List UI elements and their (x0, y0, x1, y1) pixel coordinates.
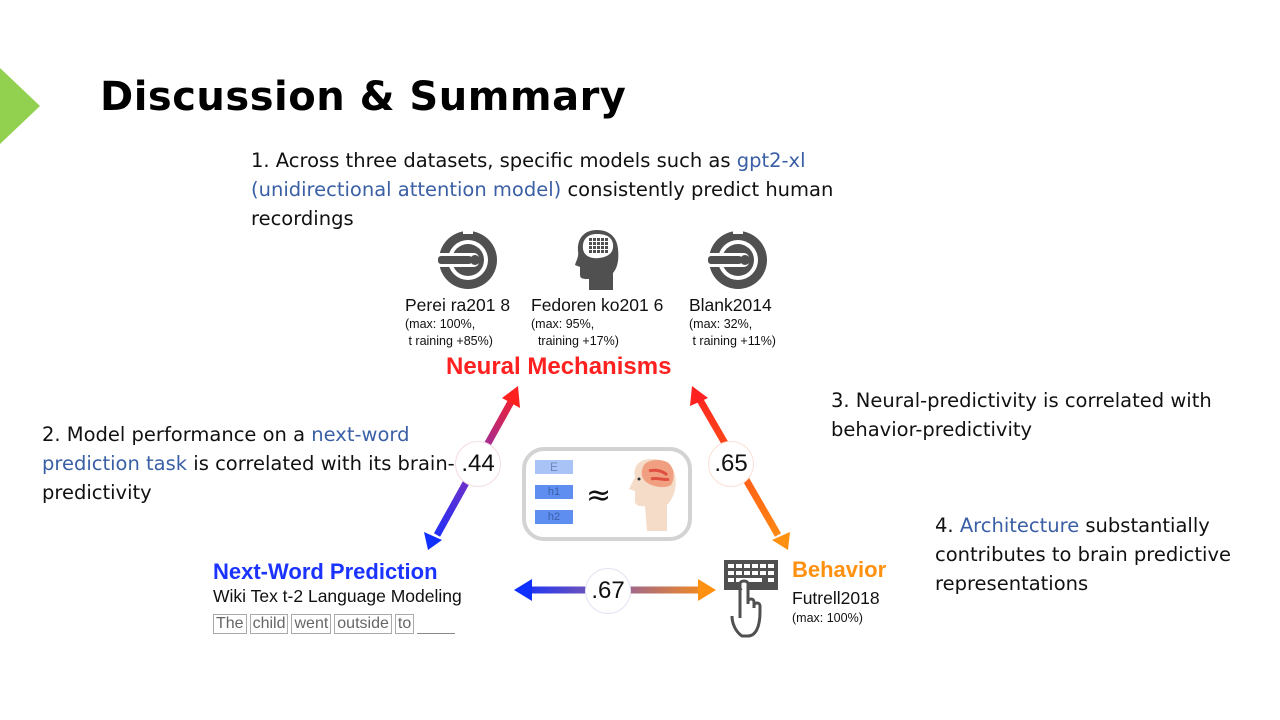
neural-mechanisms-label: Neural Mechanisms (446, 353, 672, 380)
point-1-text: 1. Across three datasets, specific model… (251, 149, 737, 172)
layer-embedding: E (535, 460, 573, 474)
model-layers-diagram: E h1 h2 (535, 460, 573, 524)
correlation-badge-nwp-neural: .44 (455, 441, 501, 487)
token-sequence: The child went outside to (213, 614, 456, 634)
approx-symbol: ≈ (586, 478, 612, 513)
dataset-training: t raining +85%) (405, 334, 493, 348)
dataset-name: Blank2014 (689, 295, 772, 315)
dataset-fedorenko: Fedoren ko201 6 (max: 95%, training +17%… (531, 295, 663, 350)
model-brain-box (522, 447, 692, 541)
layer-h2: h2 (535, 510, 573, 524)
dataset-pereira: Perei ra201 8 (max: 100%, t raining +85%… (405, 295, 510, 350)
dataset-training: training +17%) (531, 334, 619, 348)
behavior-label: Behavior (792, 557, 887, 582)
correlation-badge-neural-behavior: .65 (708, 441, 754, 487)
behavior-max: (max: 100%) (792, 611, 863, 625)
behavior-dataset: Futrell2018 (792, 588, 880, 608)
next-word-subtitle: Wiki Tex t-2 Language Modeling (213, 586, 462, 606)
arrowhead-up (502, 386, 520, 408)
mri-scanner-icon (705, 231, 767, 289)
point-1-suffix: consistently predict human recordings (251, 178, 834, 230)
point-4-suffix: substantially contributes to brain predi… (935, 514, 1232, 595)
token: outside (334, 614, 392, 634)
dataset-max: (max: 32%, (689, 317, 753, 331)
next-word-prediction-label: Next-Word Prediction (213, 559, 438, 584)
point-4: 4. Architecture substantially contribute… (935, 511, 1275, 598)
layer-h1: h1 (535, 485, 573, 499)
token: went (291, 614, 332, 634)
point-2-suffix: is correlated with its brain-predictivit… (42, 452, 455, 504)
arrowhead-up (690, 386, 708, 406)
arrowhead-down (424, 532, 442, 550)
point-1-highlight: gpt2-xl (unidirectional attention model) (251, 149, 806, 201)
dataset-name: Fedoren ko201 6 (531, 295, 664, 315)
slide-title: Discussion & Summary (100, 74, 627, 120)
token-blank (417, 616, 456, 634)
slide-accent-triangle (0, 68, 40, 144)
arrowhead-right (698, 579, 716, 601)
keyboard-hand-icon (724, 560, 778, 638)
dataset-blank: Blank2014 (max: 32%, t raining +11%) (689, 295, 776, 350)
token: to (394, 614, 415, 634)
point-3-text: 3. Neural-predictivity is correlated wit… (831, 389, 1212, 441)
token: child (249, 614, 289, 634)
dataset-training: t raining +11%) (689, 334, 776, 348)
dataset-name: Perei ra201 8 (405, 295, 511, 315)
arrowhead-left (514, 579, 532, 601)
arrowhead-down (772, 532, 790, 550)
correlation-badge-nwp-behavior: .67 (585, 568, 631, 614)
point-2-text: 2. Model performance on a (42, 423, 312, 446)
point-3: 3. Neural-predictivity is correlated wit… (831, 386, 1271, 444)
mri-scanner-icon (435, 231, 497, 289)
dataset-max: (max: 95%, (531, 317, 595, 331)
point-4-highlight: Architecture (959, 514, 1080, 537)
human-head-brain-icon (629, 459, 676, 531)
point-4-text: 4. (935, 514, 960, 537)
point-2-highlight: next-word prediction task (42, 423, 410, 475)
dataset-max: (max: 100%, (405, 317, 476, 331)
point-2: 2. Model performance on a next-word pred… (42, 420, 482, 507)
token: The (213, 614, 247, 634)
head-electrode-grid-icon (575, 230, 619, 290)
point-1: 1. Across three datasets, specific model… (251, 146, 851, 233)
